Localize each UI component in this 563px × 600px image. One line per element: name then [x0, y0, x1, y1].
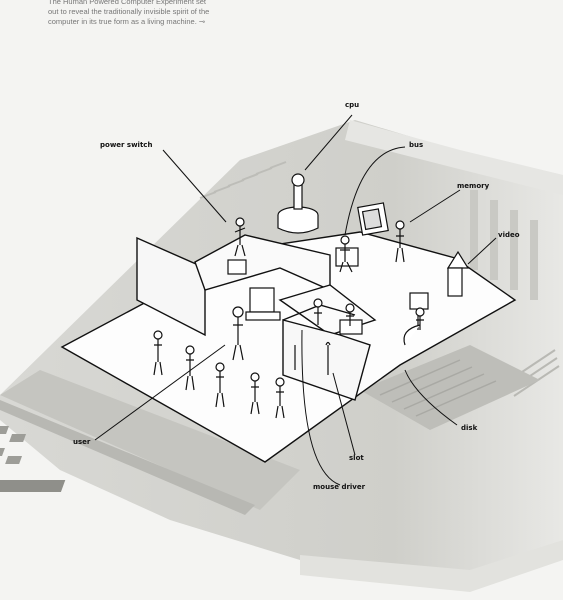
- label-bus: bus: [409, 141, 423, 149]
- label-power-switch: power switch: [100, 141, 152, 149]
- label-user: user: [73, 438, 91, 446]
- label-cpu: cpu: [345, 101, 359, 109]
- label-slot: slot: [349, 454, 364, 462]
- label-video: video: [498, 231, 520, 239]
- label-mouse-driver: mouse driver: [313, 483, 366, 491]
- label-disk: disk: [461, 424, 478, 432]
- label-memory: memory: [457, 182, 490, 190]
